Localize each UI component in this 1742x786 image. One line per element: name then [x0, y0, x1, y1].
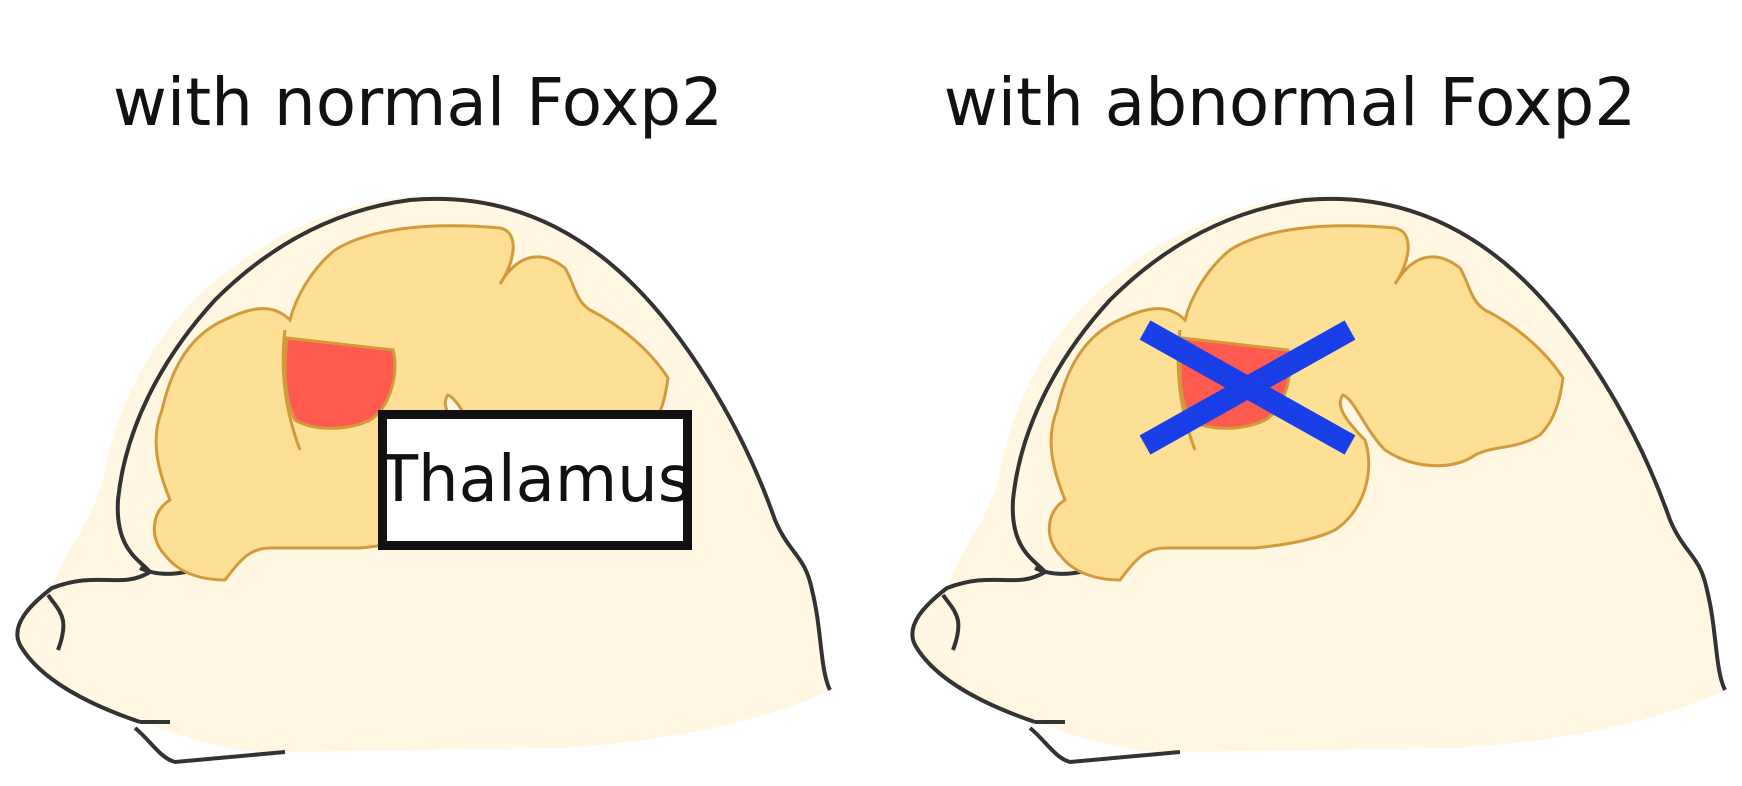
cross-mark: [1139, 320, 1356, 455]
title-normal-foxp2: with normal Foxp2: [112, 64, 724, 141]
thalamus-label: Thalamus: [378, 443, 692, 517]
abnormal-head-illustration: [910, 193, 1727, 765]
normal-head-illustration: [15, 193, 832, 765]
title-abnormal-foxp2: with abnormal Foxp2: [943, 64, 1637, 141]
thalamus-label-box: Thalamus: [378, 410, 692, 550]
